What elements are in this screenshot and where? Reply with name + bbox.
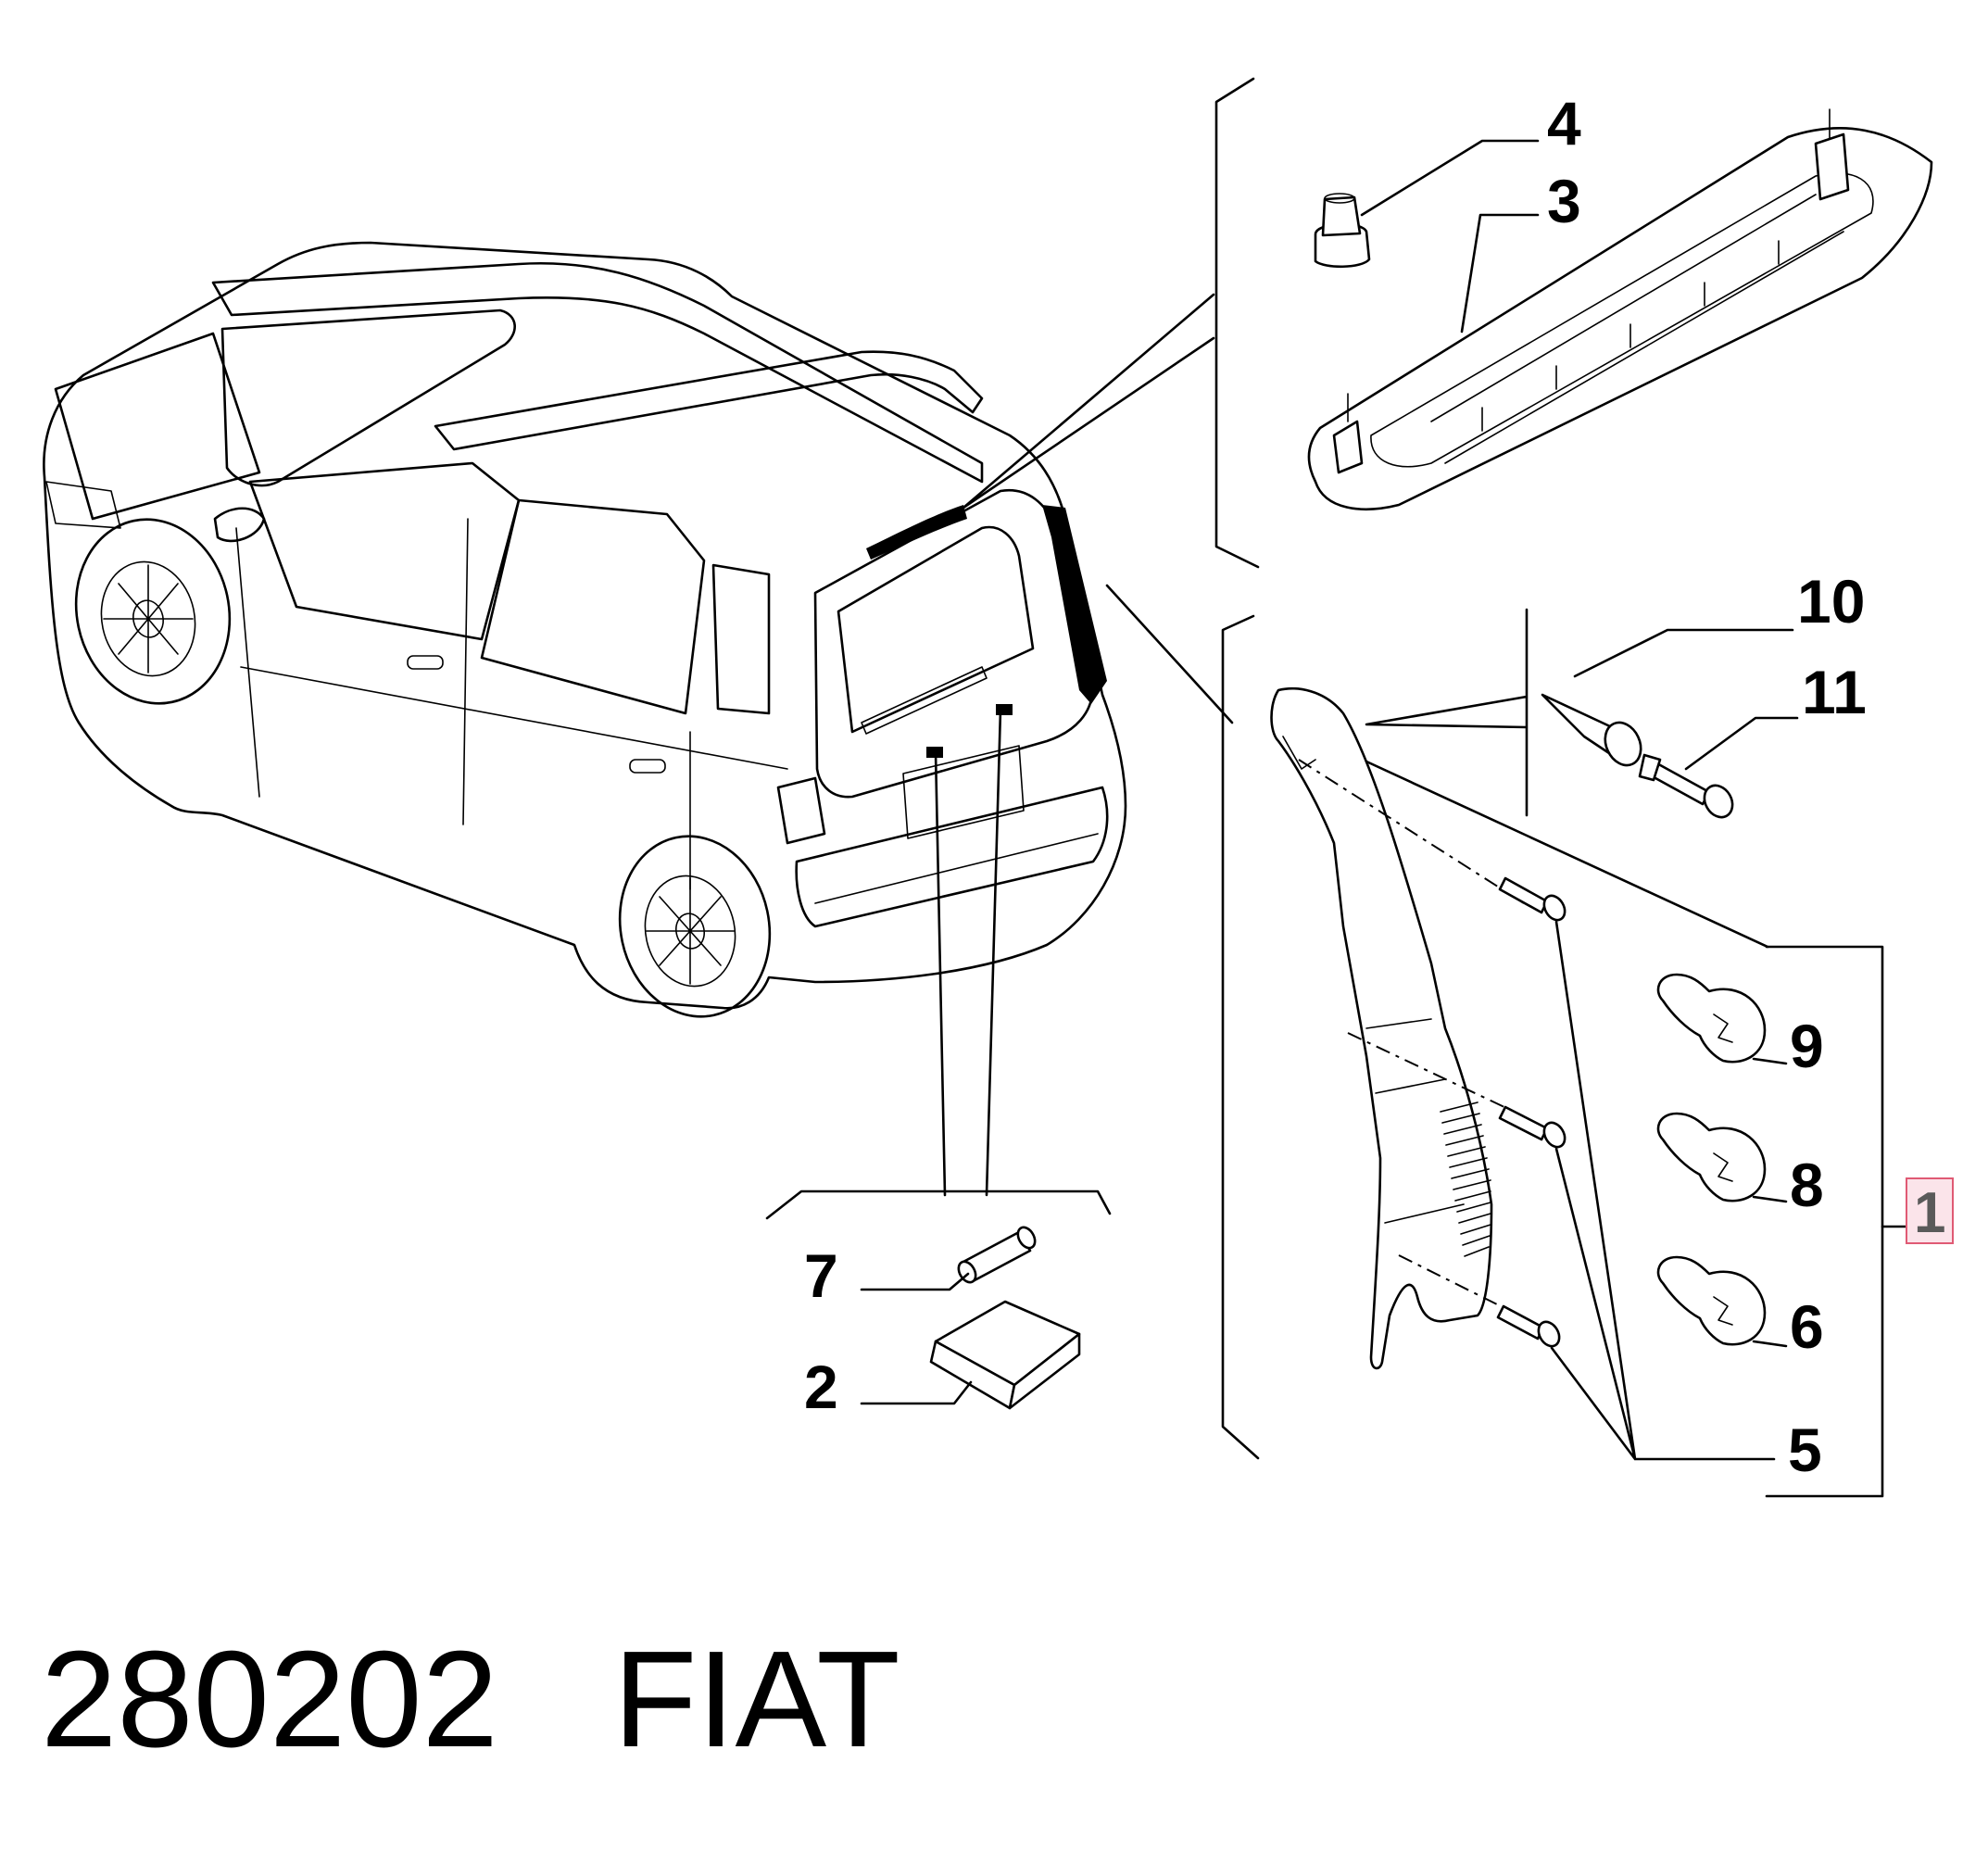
part-11-bolt [1638, 753, 1734, 819]
part-2-lens [929, 1300, 1081, 1410]
bulb-8 [1656, 1112, 1767, 1202]
part-1-leader [1365, 760, 1769, 949]
callout-3: 3 [1547, 167, 1581, 235]
callout-4: 4 [1547, 89, 1581, 157]
part-1-light-cluster [1270, 686, 1493, 1370]
callout-7: 7 [804, 1241, 838, 1310]
callout-5: 5 [1788, 1416, 1822, 1484]
callout-2: 2 [804, 1353, 838, 1421]
screw-upper [1498, 876, 1566, 922]
part-11-leader [1684, 716, 1799, 771]
callout-11: 11 [1802, 658, 1867, 726]
brand-label: FIAT [613, 1623, 900, 1776]
part-7-festoon-bulb [957, 1226, 1037, 1284]
group-brackets [765, 77, 1908, 1498]
bulb-9 [1656, 973, 1767, 1064]
part-7-leader [860, 1272, 970, 1291]
leader-lines [934, 293, 1234, 1197]
part-4-grommet [1314, 193, 1371, 269]
callout-8: 8 [1790, 1151, 1824, 1219]
part-5-screws [1298, 759, 1776, 1461]
part-10-leader [1573, 628, 1794, 678]
screw-lower [1496, 1304, 1561, 1348]
part-4-leader [1360, 139, 1540, 217]
screw-middle [1498, 1105, 1566, 1149]
rear-wheel [618, 835, 772, 1018]
parts-diagram: 4 3 10 11 9 8 6 5 7 2 1 [43, 77, 1954, 1498]
callout-10: 10 [1797, 567, 1865, 636]
parts-10-11-bracket [1365, 608, 1529, 817]
bulb-6 [1656, 1255, 1767, 1346]
callout-6: 6 [1790, 1292, 1824, 1361]
cluster-lens-ribs [1440, 1101, 1491, 1257]
car-illustration [43, 241, 1127, 1018]
callout-1-highlight[interactable]: 1 [1906, 1177, 1954, 1245]
part-2-leader [860, 1380, 973, 1405]
part-10-rivet [1541, 693, 1642, 767]
callout-9: 9 [1790, 1012, 1824, 1080]
front-wheel [74, 518, 232, 705]
part-3-leader [1460, 213, 1540, 334]
callout-1: 1 [1914, 1181, 1945, 1245]
part-3-stop-light [1307, 108, 1933, 510]
diagram-code: 280202 [41, 1623, 498, 1776]
bulb-leaders [1752, 1057, 1788, 1348]
